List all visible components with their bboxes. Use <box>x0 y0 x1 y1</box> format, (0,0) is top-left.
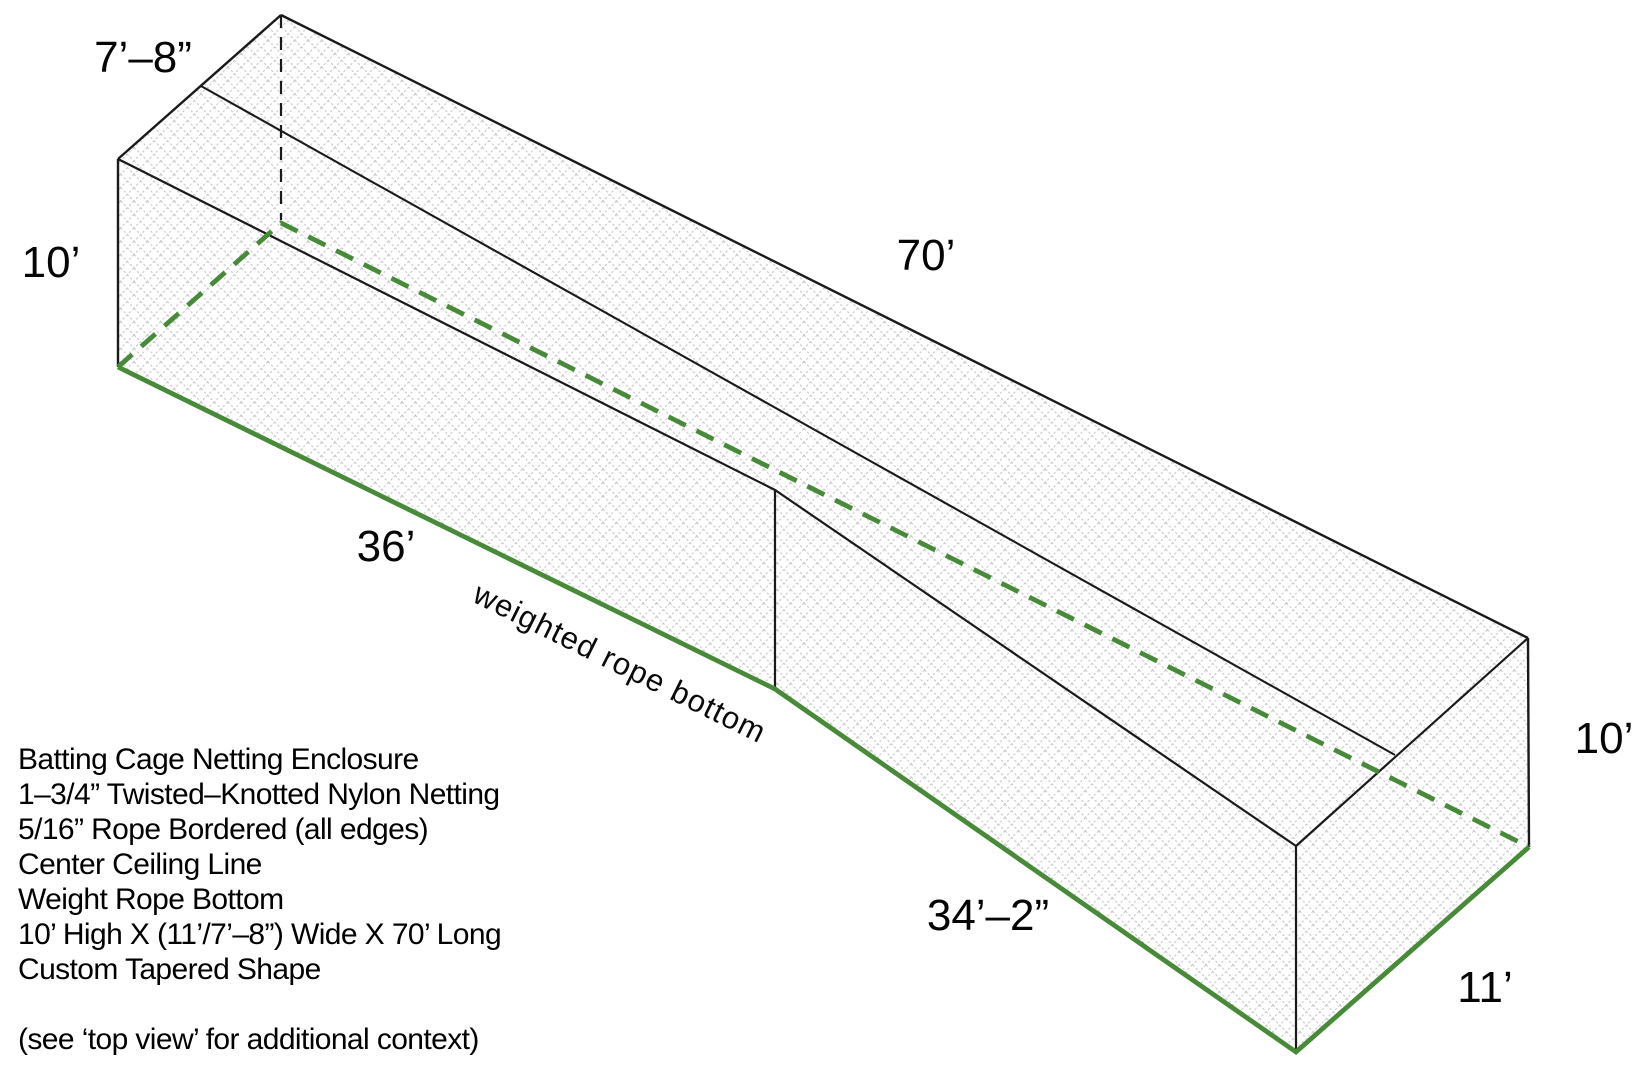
right-end-back-vertical-edge <box>1526 637 1531 848</box>
back-top-edge <box>280 13 1529 640</box>
spec-note: (see ‘top view’ for additional context) <box>18 1023 479 1056</box>
spec-line-title: Batting Cage Netting Enclosure <box>18 743 419 776</box>
label-front-end-width: 11’ <box>1457 963 1512 1012</box>
spec-line-dimensions: 10’ High X (11’/7’–8”) Wide X 70’ Long <box>18 918 502 951</box>
label-length: 70’ <box>897 231 956 280</box>
spec-line-weight-rope: Weight Rope Bottom <box>18 883 284 916</box>
center-ceiling-line <box>200 85 1396 756</box>
spec-line-netting: 1–3/4” Twisted–Knotted Nylon Netting <box>18 778 500 811</box>
spec-line-ceiling: Center Ceiling Line <box>18 848 262 881</box>
label-front-straight-length: 36’ <box>357 522 416 571</box>
hidden-rope-bottom-edge <box>116 220 1531 850</box>
right-end-top-edge <box>1295 637 1529 847</box>
label-front-height: 10’ <box>1575 714 1634 763</box>
label-back-height: 10’ <box>22 238 81 287</box>
label-front-tapered-length: 34’–2” <box>927 891 1049 940</box>
spec-block: Batting Cage Netting Enclosure 1–3/4” Tw… <box>18 742 502 1057</box>
net-surface <box>118 15 1529 1052</box>
weighted-rope-bottom-edge <box>116 364 1531 1056</box>
spec-line-shape: Custom Tapered Shape <box>18 953 321 986</box>
label-back-end-width: 7’–8” <box>94 33 192 82</box>
left-end-top-edge <box>117 14 282 160</box>
spec-line-rope-border: 5/16” Rope Bordered (all edges) <box>18 813 429 846</box>
